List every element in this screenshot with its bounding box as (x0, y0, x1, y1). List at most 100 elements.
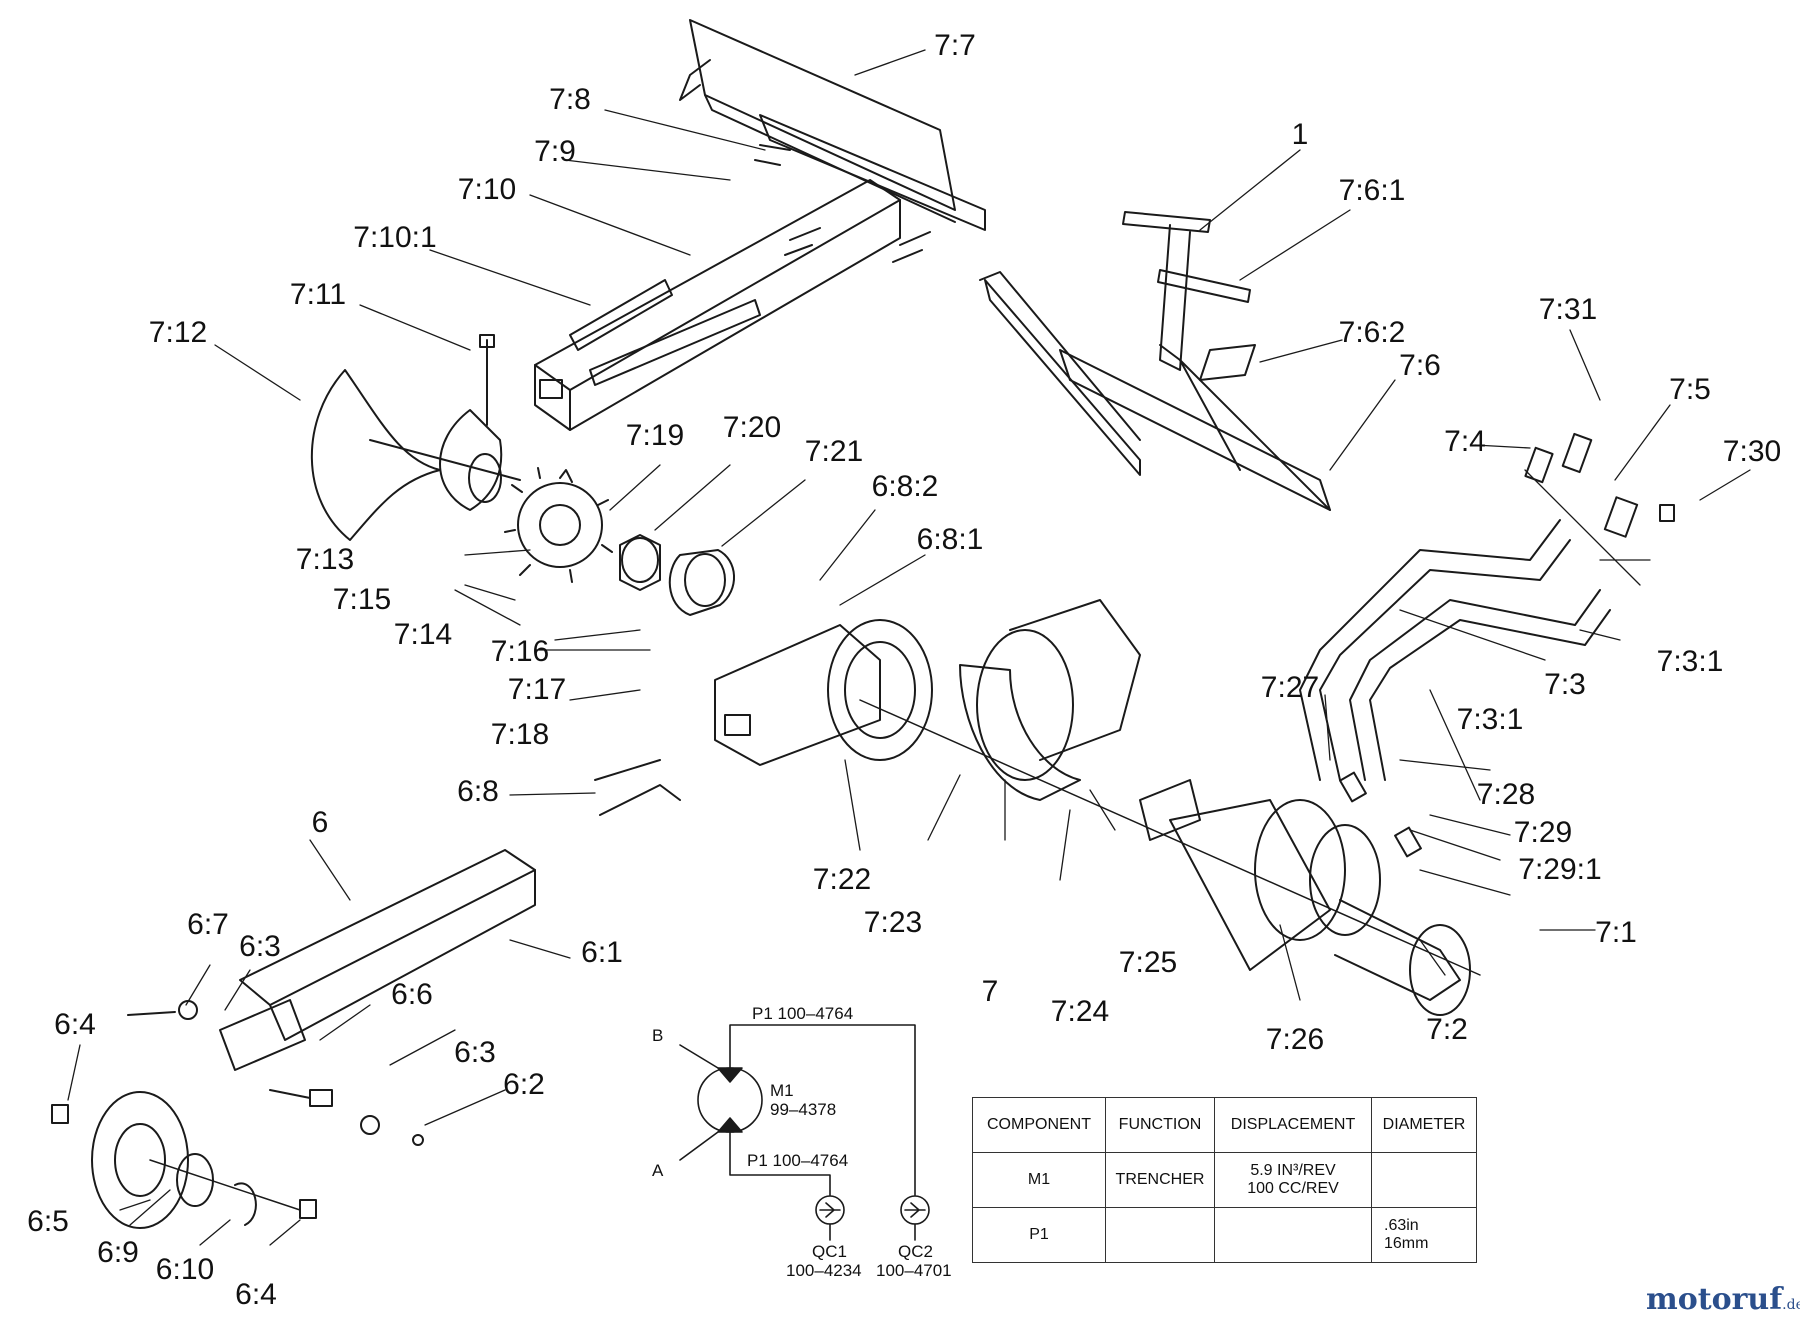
callout-6-8-1: 6:8:1 (916, 523, 984, 556)
callout-7-6-1: 7:6:1 (1338, 174, 1406, 207)
callout-7-10-1: 7:10:1 (353, 221, 437, 254)
callout-7-19: 7:19 (625, 419, 685, 452)
spec-displacement-line1: 5.9 IN³/REV (1250, 1162, 1336, 1179)
spec-cell-diameter: .63in 16mm (1371, 1207, 1477, 1263)
spec-table-row: P1 .63in 16mm (972, 1207, 1477, 1263)
callout-7-5: 7:5 (1669, 373, 1711, 406)
gearbox (714, 624, 881, 766)
callout-7-11: 7:11 (289, 278, 347, 311)
callout-7-21: 7:21 (804, 435, 864, 468)
callout-6-9: 6:9 (97, 1236, 139, 1269)
callout-7-26: 7:26 (1265, 1023, 1325, 1056)
boom-bracket (984, 279, 1141, 476)
motor-name: M1 (770, 1081, 794, 1100)
port-b-label: B (652, 1026, 664, 1045)
callout-7-28: 7:28 (1476, 778, 1536, 811)
callout-6-6: 6:6 (391, 978, 433, 1011)
parts-linework (51, 19, 1675, 1229)
qc2-part: 100–4701 (876, 1261, 952, 1280)
bearing-housing (668, 549, 735, 616)
spec-cell-displacement: 5.9 IN³/REV 100 CC/REV (1214, 1152, 1372, 1208)
callout-6-2: 6:2 (503, 1068, 545, 1101)
spec-table-row: M1 TRENCHER 5.9 IN³/REV 100 CC/REV (972, 1152, 1477, 1208)
callout-7-16: 7:16 (490, 635, 550, 668)
qc2-name: QC2 (898, 1242, 933, 1261)
callout-7-15: 7:15 (332, 583, 392, 616)
watermark-logo[interactable]: motoruf.de (1646, 1282, 1800, 1317)
watermark-main: motoruf (1646, 1282, 1783, 1317)
sprocket (504, 467, 613, 583)
callout-6-4b: 6:4 (235, 1278, 277, 1311)
callout-6-1: 6:1 (581, 936, 623, 969)
callout-6: 6 (311, 806, 329, 839)
hydraulic-motor (1169, 799, 1331, 971)
line-top-label: P1 100–4764 (752, 1004, 854, 1023)
callout-7-9: 7:9 (534, 135, 576, 168)
callout-7-6-2: 7:6:2 (1338, 316, 1406, 349)
boom-shaft (594, 759, 661, 781)
chain-guard (959, 664, 1081, 801)
spec-diameter-line2: 16mm (1384, 1235, 1429, 1252)
callout-7-29-1: 7:29:1 (1518, 853, 1602, 886)
spec-displacement-line2: 100 CC/REV (1247, 1180, 1339, 1197)
callout-7-25: 7:25 (1118, 946, 1178, 979)
spec-table-header-row: COMPONENT FUNCTION DISPLACEMENT DIAMETER (972, 1097, 1477, 1153)
qc1-part: 100–4234 (786, 1261, 862, 1280)
line-bottom-label: P1 100–4764 (747, 1151, 849, 1170)
callout-6-4a: 6:4 (54, 1008, 96, 1041)
decal-1 (1122, 211, 1211, 233)
spec-cell-displacement (1214, 1207, 1372, 1263)
callout-6-8: 6:8 (457, 775, 499, 808)
callout-7-10: 7:10 (457, 173, 517, 206)
callout-7-3-1b: 7:3:1 (1456, 703, 1524, 736)
callout-6-3a: 6:3 (239, 930, 281, 963)
callout-7-1: 7:1 (1595, 916, 1637, 949)
motor-part: 99–4378 (770, 1100, 837, 1119)
callout-7-27: 7:27 (1260, 671, 1320, 704)
callout-1: 1 (1291, 118, 1309, 151)
callout-7-4: 7:4 (1444, 425, 1486, 458)
callout-7-13: 7:13 (295, 543, 355, 576)
spec-cell-component: M1 (972, 1152, 1106, 1208)
callout-7-29: 7:29 (1513, 816, 1573, 849)
spec-header-displacement: DISPLACEMENT (1214, 1097, 1372, 1153)
callout-7-14: 7:14 (393, 618, 453, 651)
callout-7: 7 (981, 975, 999, 1008)
callout-7-17: 7:17 (507, 673, 567, 706)
callout-7-30: 7:30 (1722, 435, 1782, 468)
hydraulic-schematic (679, 1024, 930, 1241)
mounting-plate (689, 19, 956, 211)
callout-7-24: 7:24 (1050, 995, 1110, 1028)
spec-diameter-line1: .63in (1384, 1217, 1419, 1234)
spec-cell-diameter (1371, 1152, 1477, 1208)
decal-7-10-1 (569, 279, 673, 351)
auger (310, 369, 441, 541)
callout-7-6: 7:6 (1399, 349, 1441, 382)
callout-7-3-1a: 7:3:1 (1656, 645, 1724, 678)
callout-6-3b: 6:3 (454, 1036, 496, 1069)
callout-7-23: 7:23 (863, 906, 923, 939)
spec-header-component: COMPONENT (972, 1097, 1106, 1153)
port-a-label: A (652, 1161, 664, 1180)
callout-6-10: 6:10 (155, 1253, 215, 1286)
decal-7-6-2 (1199, 344, 1256, 381)
spec-cell-function: TRENCHER (1105, 1152, 1215, 1208)
callout-7-22: 7:22 (812, 863, 872, 896)
callout-7-20: 7:20 (722, 411, 782, 444)
callout-7-8: 7:8 (549, 83, 591, 116)
spec-cell-function (1105, 1207, 1215, 1263)
callout-6-7: 6:7 (187, 908, 229, 941)
qc1-name: QC1 (812, 1242, 847, 1261)
bearing (619, 534, 661, 591)
callout-7-31: 7:31 (1538, 293, 1598, 326)
callout-6-5: 6:5 (27, 1205, 69, 1238)
callout-7-7: 7:7 (934, 29, 976, 62)
callout-6-8-2: 6:8:2 (871, 470, 939, 503)
callout-7-3: 7:3 (1544, 668, 1586, 701)
spec-cell-component: P1 (972, 1207, 1106, 1263)
spec-table: COMPONENT FUNCTION DISPLACEMENT DIAMETER… (972, 1097, 1477, 1263)
spec-header-diameter: DIAMETER (1371, 1097, 1477, 1153)
callout-7-18: 7:18 (490, 718, 550, 751)
